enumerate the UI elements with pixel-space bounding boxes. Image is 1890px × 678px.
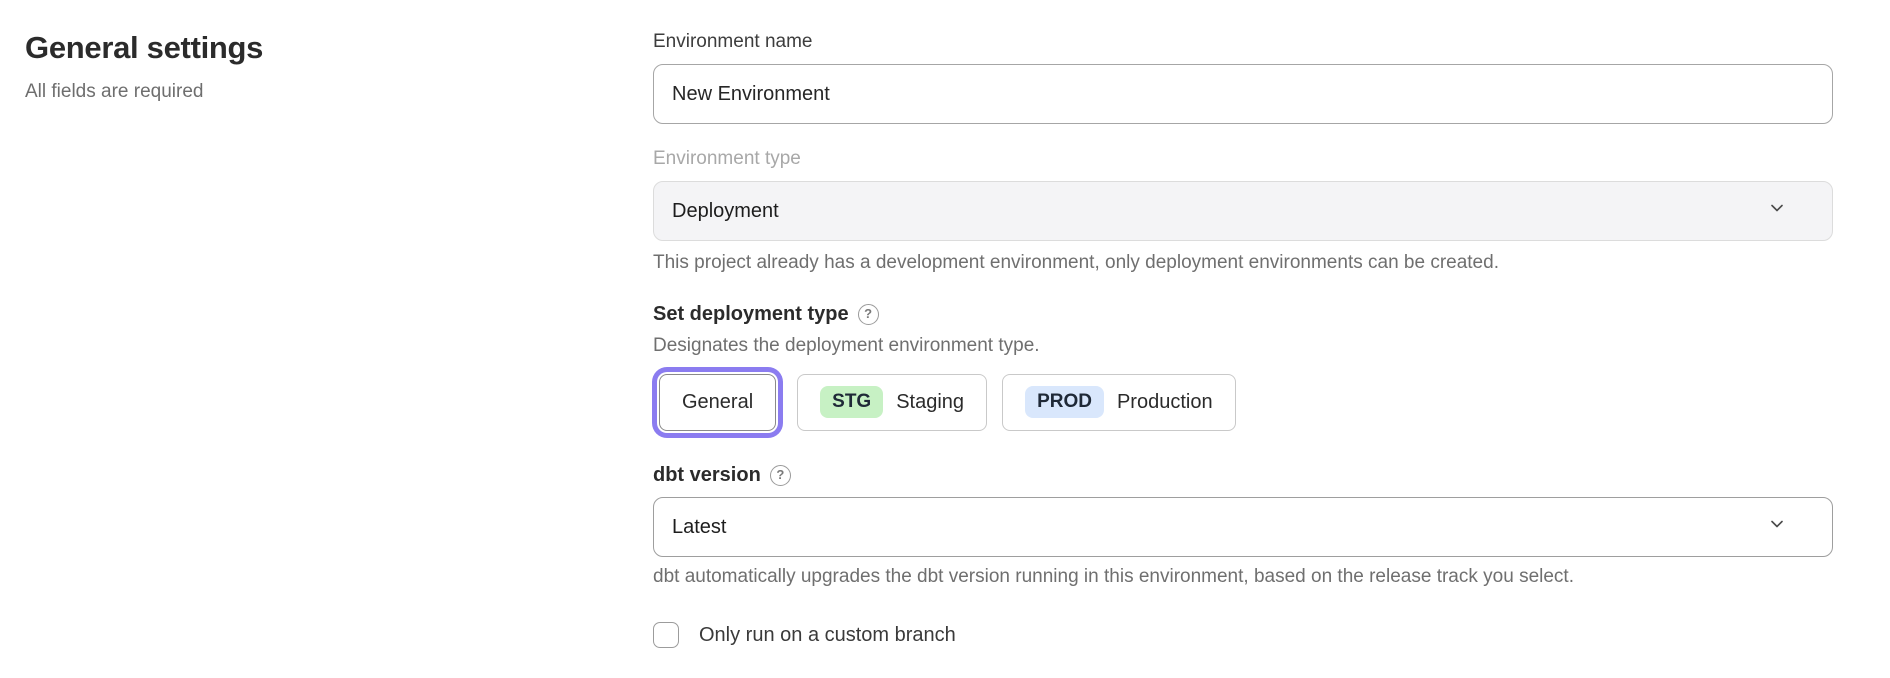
deployment-type-production-label: Production [1116, 390, 1213, 413]
deployment-type-general-label: General [682, 390, 754, 413]
deployment-type-staging-label: Staging [896, 390, 965, 413]
deployment-type-heading: Set deployment type [653, 303, 849, 325]
environment-name-field: Environment name [653, 28, 1833, 124]
dbt-version-heading-row: dbt version ? [653, 461, 1833, 489]
deployment-type-staging-button[interactable]: STG Staging [797, 373, 988, 431]
environment-type-helper: This project already has a development e… [653, 252, 1499, 273]
environment-name-label: Environment name [653, 31, 813, 52]
environment-type-select: Deployment [653, 181, 1833, 241]
dbt-version-helper: dbt automatically upgrades the dbt versi… [653, 566, 1574, 587]
production-badge: PROD [1025, 386, 1104, 418]
settings-form-column: Environment name Environment type Deploy… [653, 0, 1833, 648]
environment-type-value: Deployment [672, 199, 779, 222]
deployment-type-section: Set deployment type ? Designates the dep… [653, 300, 1833, 433]
general-settings-page: General settings All fields are required… [0, 0, 1833, 648]
environment-type-field: Environment type Deployment This project… [653, 145, 1833, 276]
help-icon[interactable]: ? [769, 464, 791, 486]
staging-badge: STG [820, 386, 884, 418]
help-icon[interactable]: ? [857, 303, 879, 325]
deployment-type-general-button[interactable]: General [659, 373, 777, 431]
page-subtitle: All fields are required [25, 81, 204, 102]
dbt-version-section: dbt version ? Latest dbt automatically u… [653, 461, 1833, 590]
deployment-type-options: General STG Staging PROD Production [653, 371, 1833, 433]
environment-type-label: Environment type [653, 148, 801, 169]
deployment-type-heading-row: Set deployment type ? [653, 300, 1833, 328]
custom-branch-row: Only run on a custom branch [653, 622, 1833, 648]
chevron-down-icon [1768, 515, 1786, 539]
dbt-version-select[interactable]: Latest [653, 497, 1833, 557]
page-title: General settings [25, 30, 264, 65]
dbt-version-value: Latest [672, 515, 727, 538]
deployment-type-helper: Designates the deployment environment ty… [653, 335, 1040, 356]
environment-name-input[interactable] [653, 64, 1833, 124]
custom-branch-label[interactable]: Only run on a custom branch [699, 623, 956, 646]
custom-branch-checkbox[interactable] [653, 622, 679, 648]
chevron-down-icon [1768, 199, 1786, 223]
dbt-version-heading: dbt version [653, 464, 761, 486]
settings-summary-column: General settings All fields are required [0, 0, 653, 103]
deployment-type-production-button[interactable]: PROD Production [1002, 373, 1236, 431]
